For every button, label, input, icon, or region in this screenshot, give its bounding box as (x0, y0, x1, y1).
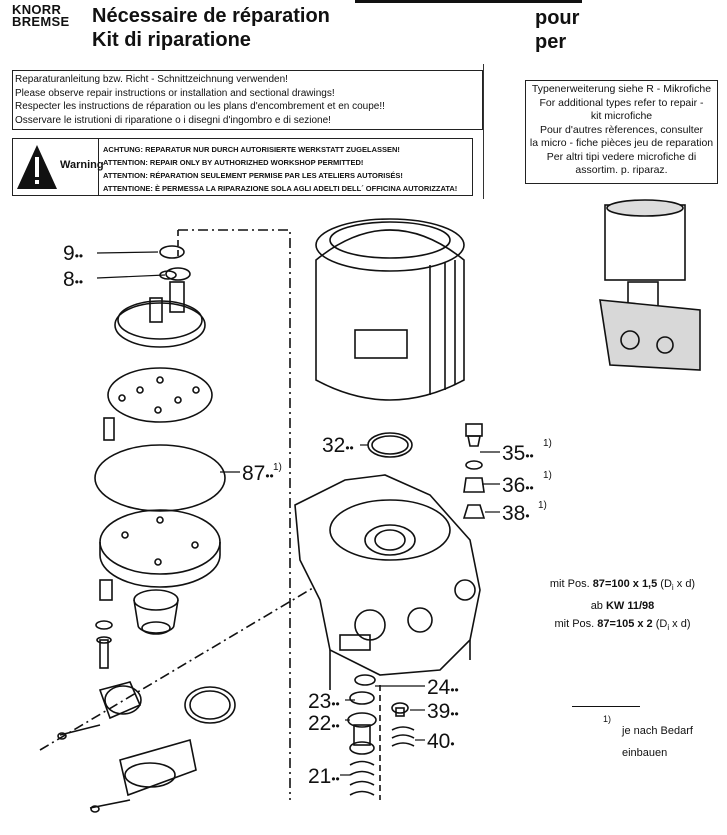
types-line: assortim. p. riparaz. (575, 164, 668, 176)
footnote-line-1: je nach Bedarf (622, 725, 693, 737)
part-label-39: 39•• (427, 700, 459, 723)
pour-label: pour (535, 7, 580, 29)
warning-line: ATTENTION: RÉPARATION SEULEMENT PERMISE … (103, 171, 403, 180)
warning-label: Warning (60, 159, 104, 171)
part-35-footnote-marker: 1) (543, 438, 552, 449)
footnote-text: je nach Bedarf einbauen (622, 720, 693, 764)
instruction-line: Osservare le istrutioni di riparatione o… (15, 114, 331, 126)
part-label-87: 87•• (242, 462, 274, 485)
part-label-36: 36•• (502, 474, 534, 497)
warning-icon-cell: Warning (13, 139, 104, 195)
top-rule (355, 0, 582, 3)
title-french: Nécessaire de réparation (92, 5, 330, 27)
types-line: Per altri tipi vedere microfiche di (546, 150, 697, 163)
note-line-2: ab KW 11/98 (590, 600, 655, 613)
footnote-rule (572, 706, 640, 707)
warning-box: Warning ACHTUNG: REPARATUR NUR DURCH AUT… (12, 138, 473, 196)
note-line-3: mit Pos. 87=105 x 2 (Di x d) (554, 618, 691, 633)
part-label-21: 21•• (308, 765, 340, 788)
part-label-38: 38• (502, 502, 530, 525)
warning-line: ATTENTION: REPAIR ONLY BY AUTHORIZHED WO… (103, 158, 364, 167)
part-label-24: 24•• (427, 676, 459, 699)
types-box: Typenerweiterung siehe R - Mikrofiche Fo… (525, 80, 718, 184)
footnote-line-2: einbauen (622, 747, 668, 759)
seal-size-notes: mit Pos. 87=100 x 1,5 (Di x d) ab KW 11/… (525, 575, 720, 637)
warning-line: ACHTUNG: REPARATUR NUR DURCH AUTORISIERT… (103, 145, 400, 154)
warning-line: ATTENTIONE: È PERMESSA LA RIPARAZIONE SO… (103, 184, 458, 193)
instruction-line: Please observe repair instructions or in… (15, 87, 335, 99)
part-label-9: 9•• (63, 242, 83, 265)
pour-per-label: pour per (535, 6, 579, 54)
part-87-footnote-marker: 1) (273, 462, 282, 473)
per-label: per (535, 31, 567, 53)
note-line-1: mit Pos. 87=100 x 1,5 (Di x d) (549, 578, 696, 593)
types-line: For additional types refer to repair - (539, 96, 704, 109)
part-38-footnote-marker: 1) (538, 500, 547, 511)
footnote-marker: 1) (603, 714, 612, 724)
instructions-box: Reparaturanleitung bzw. Richt - Schnittz… (12, 70, 483, 130)
types-line: la micro - fiche pièces jeu de reparatio… (529, 137, 714, 149)
part-36-footnote-marker: 1) (543, 470, 552, 481)
warning-text: ACHTUNG: REPARATUR NUR DURCH AUTORISIERT… (103, 143, 457, 195)
types-line: Pour d'autres rèferences, consulter (539, 123, 704, 136)
vertical-rule (483, 64, 484, 199)
part-label-8: 8•• (63, 268, 83, 291)
brand-line2: BREMSE (12, 14, 70, 29)
instruction-line: Reparaturanleitung bzw. Richt - Schnittz… (15, 74, 288, 85)
title-italian: Kit di riparatione (92, 29, 251, 51)
part-label-35: 35•• (502, 442, 534, 465)
brand-line1: KNORR (12, 2, 62, 17)
part-label-32: 32•• (322, 434, 354, 457)
part-label-22: 22•• (308, 712, 340, 735)
types-line: Typenerweiterung siehe R - Mikrofiche (531, 83, 712, 95)
types-line: kit microfiche (590, 110, 653, 122)
warning-triangle-icon (17, 145, 57, 189)
brand-logo: KNORR BREMSE (12, 2, 70, 29)
part-label-23: 23•• (308, 690, 340, 713)
instruction-line: Respecter les instructions de réparation… (15, 101, 385, 112)
part-label-40: 40• (427, 730, 455, 753)
